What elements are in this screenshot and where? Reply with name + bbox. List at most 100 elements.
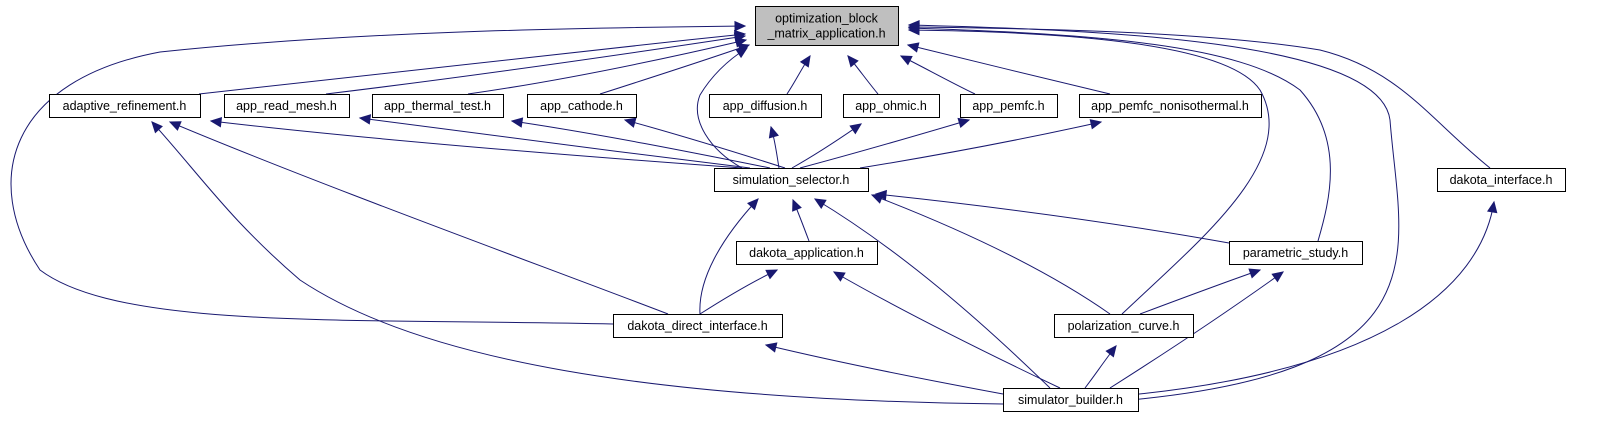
edge-line xyxy=(169,121,669,315)
node-box[interactable] xyxy=(1003,388,1139,412)
arrowhead-icon xyxy=(735,47,749,59)
edge-dakota_application-to-simulation_selector xyxy=(792,198,810,242)
node-box[interactable] xyxy=(843,94,940,118)
edge-line xyxy=(791,123,862,169)
arrowhead-icon xyxy=(168,121,182,131)
node-box[interactable] xyxy=(755,6,899,46)
node-box[interactable] xyxy=(49,94,201,118)
node-app-thermal-test[interactable]: app_thermal_test.h xyxy=(372,94,504,118)
edge-line xyxy=(10,25,746,325)
edge-parametric_study-to-optimization_block_matrix_application xyxy=(907,23,1331,242)
node-adaptive-refinement[interactable]: adaptive_refinement.h xyxy=(49,94,201,118)
node-optimization-block-matrix-application[interactable]: optimization_block_matrix_application.h xyxy=(755,6,899,46)
node-box[interactable] xyxy=(224,94,350,118)
edge-dakota_direct_interface-to-simulation_selector xyxy=(699,198,759,315)
edge-simulation_selector-to-app_ohmic xyxy=(791,123,863,169)
node-app-diffusion[interactable]: app_diffusion.h xyxy=(709,94,822,118)
nodes-layer: optimization_block_matrix_application.ha… xyxy=(49,6,1566,412)
node-label: app_read_mesh.h xyxy=(236,99,337,113)
node-app-ohmic[interactable]: app_ohmic.h xyxy=(843,94,940,118)
arrowhead-icon xyxy=(510,117,524,128)
edge-line xyxy=(210,120,743,169)
edge-line xyxy=(699,198,759,315)
edge-line xyxy=(699,269,778,315)
arrowhead-icon xyxy=(874,189,887,201)
node-box[interactable] xyxy=(736,241,878,265)
node-box[interactable] xyxy=(1079,94,1262,118)
node-box[interactable] xyxy=(1229,241,1363,265)
edge-simulator_builder-to-parametric_study xyxy=(1109,271,1284,389)
edge-simulation_selector-to-app_diffusion xyxy=(768,125,780,169)
edge-app_diffusion-to-optimization_block_matrix_application xyxy=(786,54,811,95)
edge-line xyxy=(900,55,976,95)
node-dakota-application[interactable]: dakota_application.h xyxy=(736,241,878,265)
arrowhead-icon xyxy=(765,269,779,280)
node-dakota-interface[interactable]: dakota_interface.h xyxy=(1437,168,1566,192)
edge-line xyxy=(359,117,751,169)
edges-layer xyxy=(10,20,1498,405)
node-simulator-builder[interactable]: simulator_builder.h xyxy=(1003,388,1139,412)
node-box[interactable] xyxy=(714,168,869,192)
node-box[interactable] xyxy=(613,314,783,338)
edge-simulation_selector-to-adaptive_refinement xyxy=(209,116,743,169)
arrowhead-icon xyxy=(813,198,827,209)
node-box[interactable] xyxy=(960,94,1058,118)
edge-line xyxy=(908,24,1400,401)
node-box[interactable] xyxy=(1054,314,1194,338)
arrowhead-icon xyxy=(849,123,863,135)
arrowhead-icon xyxy=(151,121,163,134)
edge-dakota_direct_interface-to-dakota_application xyxy=(699,269,779,315)
node-app-pemfc-nonisothermal[interactable]: app_pemfc_nonisothermal.h xyxy=(1079,94,1262,118)
node-label: app_cathode.h xyxy=(540,99,623,113)
edge-line xyxy=(467,39,747,95)
edge-line xyxy=(511,120,771,169)
arrowhead-icon xyxy=(1105,345,1117,358)
edge-line xyxy=(1129,201,1495,396)
node-app-read-mesh[interactable]: app_read_mesh.h xyxy=(224,94,350,118)
node-label: optimization_block xyxy=(775,12,879,26)
edge-app_ohmic-to-optimization_block_matrix_application xyxy=(847,55,879,95)
arrowhead-icon xyxy=(1089,119,1103,130)
arrowhead-icon xyxy=(764,342,778,353)
edge-simulation_selector-to-app_pemfc xyxy=(799,117,971,169)
node-app-pemfc[interactable]: app_pemfc.h xyxy=(960,94,1058,118)
edge-simulation_selector-to-app_read_mesh xyxy=(358,114,751,169)
node-app-cathode[interactable]: app_cathode.h xyxy=(527,94,637,118)
node-label: app_diffusion.h xyxy=(723,99,808,113)
node-box[interactable] xyxy=(372,94,504,118)
edge-parametric_study-to-simulation_selector xyxy=(874,189,1230,244)
edge-dakota_direct_interface-to-adaptive_refinement xyxy=(168,121,669,315)
edge-simulation_selector-to-app_cathode xyxy=(623,117,786,169)
edge-app_pemfc-to-optimization_block_matrix_application xyxy=(899,55,976,95)
node-dakota-direct-interface[interactable]: dakota_direct_interface.h xyxy=(613,314,783,338)
edge-simulator_builder-to-dakota_application xyxy=(832,271,1061,389)
edge-polarization_curve-to-simulation_selector xyxy=(870,193,1111,315)
edge-app_read_mesh-to-optimization_block_matrix_application xyxy=(325,32,747,95)
arrowhead-icon xyxy=(209,116,223,128)
edge-line xyxy=(871,194,1111,315)
edge-line xyxy=(765,344,1004,395)
node-polarization-curve[interactable]: polarization_curve.h xyxy=(1054,314,1194,338)
edge-line xyxy=(1139,269,1261,315)
edge-app_cathode-to-optimization_block_matrix_application xyxy=(599,43,751,95)
arrowhead-icon xyxy=(907,20,920,31)
edge-polarization_curve-to-optimization_block_matrix_application xyxy=(907,24,1270,315)
arrowhead-icon xyxy=(957,117,971,129)
node-parametric-study[interactable]: parametric_study.h xyxy=(1229,241,1363,265)
edge-adaptive_refinement-to-optimization_block_matrix_application xyxy=(198,29,747,95)
node-box[interactable] xyxy=(527,94,637,118)
node-label: _matrix_application.h xyxy=(766,27,885,41)
node-box[interactable] xyxy=(1437,168,1566,192)
arrowhead-icon xyxy=(747,198,759,211)
arrowhead-icon xyxy=(792,198,802,212)
node-box[interactable] xyxy=(709,94,822,118)
edge-app_thermal_test-to-optimization_block_matrix_application xyxy=(467,37,748,95)
node-label: app_ohmic.h xyxy=(855,99,927,113)
edge-simulator_builder-to-dakota_interface xyxy=(1129,200,1498,396)
node-simulation-selector[interactable]: simulation_selector.h xyxy=(714,168,869,192)
node-label: dakota_direct_interface.h xyxy=(627,319,767,333)
node-label: app_pemfc.h xyxy=(972,99,1044,113)
edge-simulation_selector-to-app_pemfc_nonisothermal xyxy=(859,119,1103,169)
node-label: polarization_curve.h xyxy=(1068,319,1180,333)
